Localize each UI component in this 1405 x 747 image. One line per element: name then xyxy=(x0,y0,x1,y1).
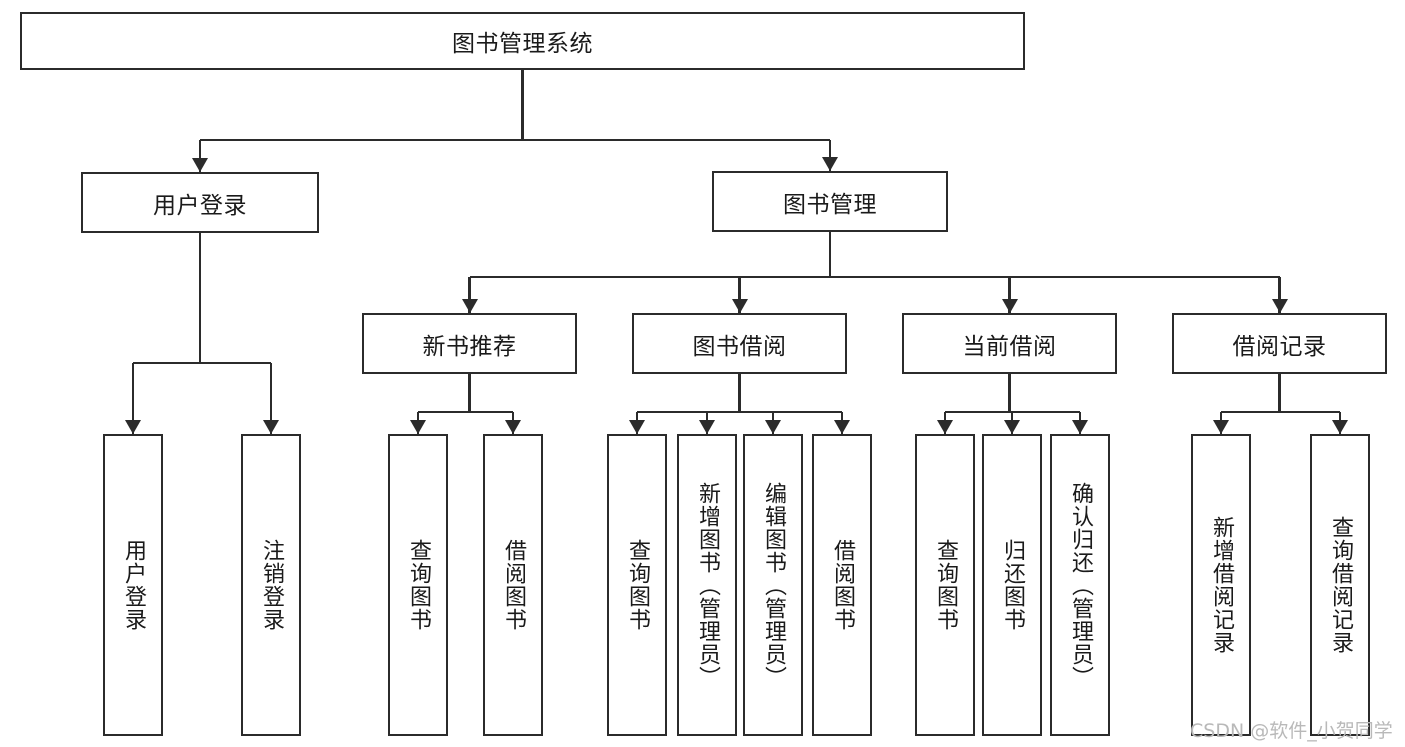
connector-to-用户登录 xyxy=(198,140,202,172)
node-leaf-return-book[interactable]: 归还图书 xyxy=(982,434,1042,736)
arrowhead-icon xyxy=(731,299,748,313)
arrowhead-icon xyxy=(765,420,781,434)
arrowhead-icon xyxy=(1332,420,1348,434)
node-current-borrow[interactable]: 当前借阅 xyxy=(902,313,1117,374)
connector-bm-bus xyxy=(469,275,1280,279)
connector-to-借阅记录 xyxy=(1278,277,1281,313)
node-leaf-borrow-book-recommend[interactable]: 借阅图书 xyxy=(483,434,543,736)
node-label: 用户登录 xyxy=(153,192,247,219)
connector-stem-借阅记录 xyxy=(1278,374,1281,412)
node-label: 图书借阅 xyxy=(692,333,787,360)
node-leaf-edit-book-admin[interactable]: 编辑图书（管理员） xyxy=(743,434,803,736)
connector-to-图书管理 xyxy=(828,140,832,171)
csdn-watermark: CSDN @软件_小贺同学 xyxy=(1190,720,1393,742)
node-label: 新书推荐 xyxy=(422,333,517,360)
connector-stem-新书推荐 xyxy=(468,374,471,412)
node-borrow-record[interactable]: 借阅记录 xyxy=(1172,313,1387,374)
connector-bus-图书借阅 xyxy=(637,410,842,414)
node-label: 借阅图书 xyxy=(500,539,526,631)
connector-stem-当前借阅 xyxy=(1008,374,1011,412)
connector-root-bus xyxy=(200,138,830,142)
node-leaf-logout-login[interactable]: 注销登录 xyxy=(241,434,301,736)
node-user-login[interactable]: 用户登录 xyxy=(81,172,319,233)
node-leaf-user-login[interactable]: 用户登录 xyxy=(103,434,163,736)
arrowhead-icon xyxy=(505,420,521,434)
arrowhead-icon xyxy=(834,420,850,434)
node-leaf-query-borrow-record[interactable]: 查询借阅记录 xyxy=(1310,434,1370,736)
arrowhead-icon xyxy=(1271,299,1288,313)
arrowhead-icon xyxy=(461,299,478,313)
node-leaf-add-borrow-record[interactable]: 新增借阅记录 xyxy=(1191,434,1251,736)
node-book-management[interactable]: 图书管理 xyxy=(712,171,948,232)
arrowhead-icon xyxy=(1072,420,1088,434)
node-label: 当前借阅 xyxy=(962,333,1057,360)
arrowhead-icon xyxy=(937,420,953,434)
connector-to-新书推荐 xyxy=(468,277,471,313)
arrowhead-icon xyxy=(822,157,838,171)
node-label: 新增图书（管理员） xyxy=(694,481,720,689)
node-label: 图书管理 xyxy=(783,191,877,218)
connector-bus-借阅记录 xyxy=(1221,410,1340,414)
connector-root-stem xyxy=(521,70,524,140)
node-label: 图书管理系统 xyxy=(452,31,593,57)
node-label: 借阅图书 xyxy=(829,539,855,631)
node-label: 确认归还（管理员） xyxy=(1067,481,1093,689)
connector-bus-用户登录 xyxy=(133,361,271,365)
node-label: 归还图书 xyxy=(999,539,1025,631)
connector-to-leaf xyxy=(131,363,135,434)
connector-bm-stem xyxy=(828,232,832,277)
arrowhead-icon xyxy=(1213,420,1229,434)
node-new-book-recommend[interactable]: 新书推荐 xyxy=(362,313,577,374)
arrowhead-icon xyxy=(629,420,645,434)
connector-to-当前借阅 xyxy=(1008,277,1011,313)
node-label: 查询图书 xyxy=(624,539,650,631)
node-label: 借阅记录 xyxy=(1232,333,1327,360)
connector-stem-图书借阅 xyxy=(738,374,741,412)
node-leaf-query-book-current[interactable]: 查询图书 xyxy=(915,434,975,736)
node-label: 用户登录 xyxy=(120,539,146,631)
node-label: 查询图书 xyxy=(405,539,431,631)
node-root-system[interactable]: 图书管理系统 xyxy=(20,12,1025,70)
arrowhead-icon xyxy=(1004,420,1020,434)
node-label: 查询图书 xyxy=(932,539,958,631)
node-book-borrow[interactable]: 图书借阅 xyxy=(632,313,847,374)
node-leaf-borrow-book[interactable]: 借阅图书 xyxy=(812,434,872,736)
node-leaf-confirm-return-admin[interactable]: 确认归还（管理员） xyxy=(1050,434,1110,736)
connector-stem-用户登录 xyxy=(198,233,202,363)
node-leaf-add-book-admin[interactable]: 新增图书（管理员） xyxy=(677,434,737,736)
node-label: 查询借阅记录 xyxy=(1327,516,1353,654)
node-label: 新增借阅记录 xyxy=(1208,516,1234,654)
node-leaf-query-book-recommend[interactable]: 查询图书 xyxy=(388,434,448,736)
arrowhead-icon xyxy=(263,420,279,434)
node-leaf-query-book-borrow[interactable]: 查询图书 xyxy=(607,434,667,736)
connector-bus-新书推荐 xyxy=(418,410,513,414)
arrowhead-icon xyxy=(192,158,208,172)
arrowhead-icon xyxy=(125,420,141,434)
node-label: 编辑图书（管理员） xyxy=(760,481,786,689)
arrowhead-icon xyxy=(410,420,426,434)
node-label: 注销登录 xyxy=(258,539,284,631)
connector-to-leaf xyxy=(269,363,273,434)
arrowhead-icon xyxy=(699,420,715,434)
arrowhead-icon xyxy=(1001,299,1018,313)
connector-to-图书借阅 xyxy=(738,277,741,313)
